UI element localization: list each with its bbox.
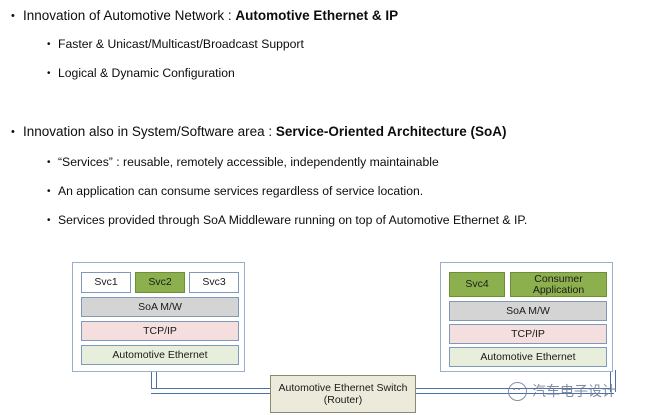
connector-right-vertical: [610, 370, 616, 392]
consumer-application-line1: Consumer: [534, 272, 583, 285]
ecu-node-right: Svc4 Consumer Application SoA M/W TCP/IP…: [440, 262, 613, 372]
watermark-text: 汽车电子设计: [532, 384, 616, 400]
consumer-application-line2: Application: [532, 283, 585, 296]
bullet-text: Faster & Unicast/Multicast/Broadcast Sup…: [58, 37, 304, 51]
bullet-level2-s1-1: • Logical & Dynamic Configuration: [47, 66, 235, 81]
bullet-level2-s2-0: • “Services” : reusable, remotely accessi…: [47, 155, 439, 170]
layer-soa-middleware: SoA M/W: [449, 301, 607, 321]
layer-automotive-ethernet: Automotive Ethernet: [449, 347, 607, 367]
bullet-level2-s2-2: • Services provided through SoA Middlewar…: [47, 213, 527, 228]
bullet-level2-s1-0: • Faster & Unicast/Multicast/Broadcast Su…: [47, 37, 304, 52]
section1-heading-bold: Automotive Ethernet & IP: [235, 8, 399, 23]
watermark: 汽车电子设计: [508, 381, 616, 401]
consumer-application-box[interactable]: Consumer Application: [510, 272, 607, 297]
switch-label-line2: (Router): [323, 394, 363, 406]
bullet-level2-s2-1: • An application can consume services reg…: [47, 184, 423, 199]
layer-tcpip: TCP/IP: [449, 324, 607, 344]
bullet-glyph: •: [11, 10, 15, 22]
bullet-glyph: •: [47, 68, 51, 79]
bullet-text: Services provided through SoA Middleware…: [58, 213, 528, 227]
service-box-svc2[interactable]: Svc2: [135, 272, 185, 293]
connector-left-horizontal: [151, 388, 276, 394]
layer-soa-middleware: SoA M/W: [81, 297, 239, 317]
section2-heading-bold: Service-Oriented Architecture (SoA): [275, 124, 507, 139]
ecu-node-left: Svc1 Svc2 Svc3 SoA M/W TCP/IP Automotive…: [72, 262, 245, 372]
layer-automotive-ethernet: Automotive Ethernet: [81, 345, 239, 365]
switch-label-line1: Automotive Ethernet Switch: [278, 382, 408, 394]
bullet-text: An application can consume services rega…: [58, 184, 424, 198]
service-box-svc4[interactable]: Svc4: [449, 272, 505, 297]
service-box-svc1[interactable]: Svc1: [81, 272, 131, 293]
section1-heading-plain: Innovation of Automotive Network :: [23, 8, 236, 23]
connector-left-vertical: [151, 370, 157, 392]
layer-tcpip: TCP/IP: [81, 321, 239, 341]
section2-heading-plain: Innovation also in System/Software area …: [23, 124, 276, 139]
bullet-text: Logical & Dynamic Configuration: [58, 66, 235, 80]
bullet-glyph: •: [47, 215, 51, 226]
bullet-glyph: •: [47, 157, 51, 168]
bullet-glyph: •: [11, 126, 15, 138]
bullet-level1-section2: • Innovation also in System/Software area…: [11, 124, 506, 140]
service-box-svc3[interactable]: Svc3: [189, 272, 239, 293]
bullet-level1-section1: • Innovation of Automotive Network : Auto…: [11, 8, 398, 24]
bullet-glyph: •: [47, 39, 51, 50]
wechat-icon: [508, 381, 527, 401]
bullet-text: “Services” : reusable, remotely accessib…: [58, 155, 439, 169]
bullet-glyph: •: [47, 186, 51, 197]
ethernet-switch-box[interactable]: Automotive Ethernet Switch (Router): [270, 375, 416, 413]
